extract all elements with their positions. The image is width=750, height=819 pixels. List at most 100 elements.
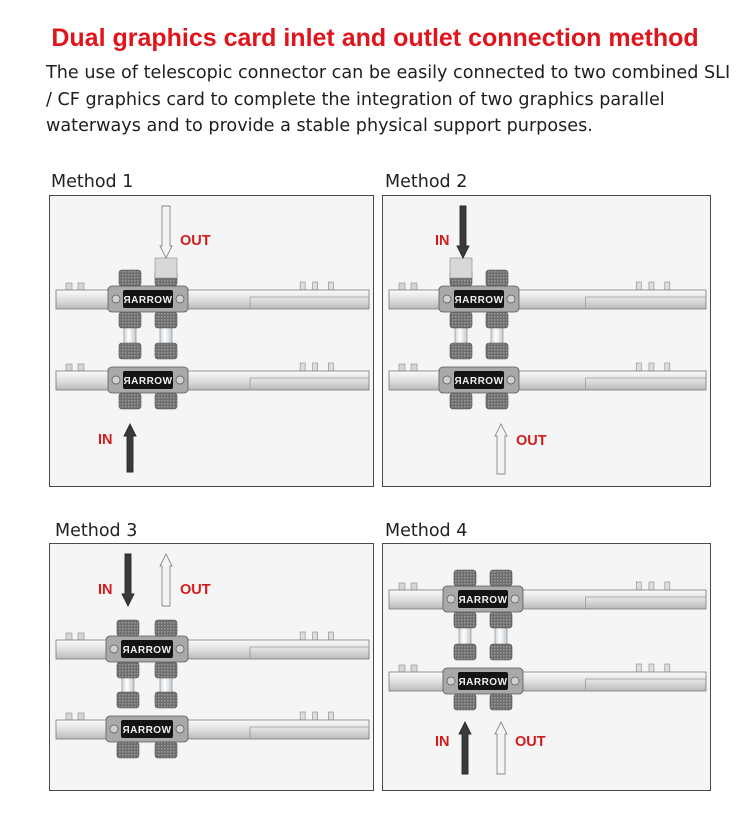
in-arrow-icon: [458, 720, 472, 775]
card-body: [388, 671, 707, 692]
flow-label: IN: [435, 734, 450, 750]
card-connector-post: [635, 663, 642, 673]
screw-icon: [175, 294, 185, 304]
knurled-fitting: [489, 611, 513, 629]
graphics-card: [388, 581, 707, 610]
screw-icon: [506, 294, 516, 304]
logo-plate: [458, 672, 508, 690]
screw-icon: [510, 676, 520, 686]
card-bracket-tab: [410, 363, 418, 372]
card-connector-post: [299, 631, 306, 641]
screw-icon: [442, 375, 452, 385]
card-bracket-tab: [410, 582, 418, 591]
brand-logo: ЯARROW: [122, 645, 171, 656]
flow-label: IN: [98, 432, 113, 448]
knurled-fitting: [118, 269, 142, 287]
knurled-fitting: [154, 311, 178, 329]
knurled-fitting: [154, 342, 178, 360]
card-bracket-tab: [398, 363, 406, 372]
in-arrow-icon: [121, 553, 135, 608]
logo-plate: [123, 290, 173, 308]
card-connector-post: [299, 711, 306, 721]
card-connector-post: [664, 362, 671, 372]
card-connector-post: [635, 362, 642, 372]
knurled-fitting: [116, 661, 140, 679]
knurled-fitting: [489, 693, 513, 711]
screw-icon: [446, 676, 456, 686]
method-3-svg: ЯARROW ЯARROW IN OUT: [55, 552, 370, 759]
brand-logo: ЯARROW: [454, 376, 503, 387]
method-3-diagram: ЯARROW ЯARROW IN OUT: [49, 543, 374, 791]
screw-icon: [446, 594, 456, 604]
method-1-svg: ЯARROW ЯARROW OUT IN: [55, 205, 370, 473]
in-arrow-icon: [123, 422, 137, 473]
card-connector-post: [664, 581, 671, 591]
card-connector-post: [664, 663, 671, 673]
connector-tube: [154, 257, 178, 279]
card-body: [388, 589, 707, 610]
card-connector-post: [328, 362, 334, 372]
knurled-fitting: [116, 691, 140, 709]
method-2-label: Method 2: [385, 172, 468, 192]
brand-logo: ЯARROW: [458, 677, 507, 688]
card-connector-post: [664, 281, 671, 291]
connector-tube: [449, 257, 473, 279]
brand-logo: ЯARROW: [454, 295, 503, 306]
card-connector-post: [299, 281, 306, 291]
screw-icon: [175, 375, 185, 385]
card-bracket-tab: [65, 712, 73, 721]
brand-logo: ЯARROW: [122, 725, 171, 736]
card-connector-post: [312, 362, 318, 372]
out-arrow-icon: [159, 205, 173, 260]
out-arrow-icon: [494, 422, 508, 475]
flow-label: OUT: [180, 582, 211, 598]
method-4-label: Method 4: [385, 521, 468, 541]
card-bracket-tab: [410, 664, 418, 673]
graphics-card: [55, 631, 370, 660]
graphics-card: [55, 362, 370, 391]
method-1-label: Method 1: [51, 172, 134, 192]
card-bracket-tab: [77, 363, 85, 372]
knurled-fitting: [489, 569, 513, 587]
knurled-fitting: [154, 741, 178, 759]
knurled-fitting: [154, 392, 178, 410]
screw-icon: [442, 294, 452, 304]
knurled-fitting: [118, 392, 142, 410]
description-text: The use of telescopic connector can be e…: [46, 63, 731, 136]
card-connector-post: [312, 711, 318, 721]
brand-logo: ЯARROW: [458, 595, 507, 606]
method-1-diagram: ЯARROW ЯARROW OUT IN: [49, 195, 374, 487]
screw-icon: [175, 644, 185, 654]
card-connector-post: [648, 281, 655, 291]
knurled-fitting: [116, 619, 140, 637]
flow-label: IN: [98, 582, 113, 598]
graphics-card: [388, 281, 707, 310]
in-arrow-icon: [456, 205, 470, 260]
card-connector-post: [648, 663, 655, 673]
logo-plate: [121, 720, 173, 738]
brand-logo: ЯARROW: [123, 376, 172, 387]
card-connector-post: [328, 631, 334, 641]
screw-icon: [506, 375, 516, 385]
out-arrow-icon: [494, 720, 508, 775]
card-body: [55, 719, 370, 740]
flow-label: OUT: [180, 233, 211, 249]
graphics-card: [388, 663, 707, 692]
knurled-fitting: [118, 342, 142, 360]
card-connector-post: [299, 362, 306, 372]
card-connector-post: [635, 281, 642, 291]
card-connector-post: [328, 711, 334, 721]
card-connector-post: [312, 281, 318, 291]
logo-plate: [121, 640, 173, 658]
knurled-fitting: [449, 342, 473, 360]
card-bracket-tab: [398, 282, 406, 291]
knurled-fitting: [485, 311, 509, 329]
card-body: [388, 370, 707, 391]
logo-plate: [458, 590, 508, 608]
brand-logo: ЯARROW: [123, 295, 172, 306]
knurled-fitting: [116, 741, 140, 759]
knurled-fitting: [118, 311, 142, 329]
